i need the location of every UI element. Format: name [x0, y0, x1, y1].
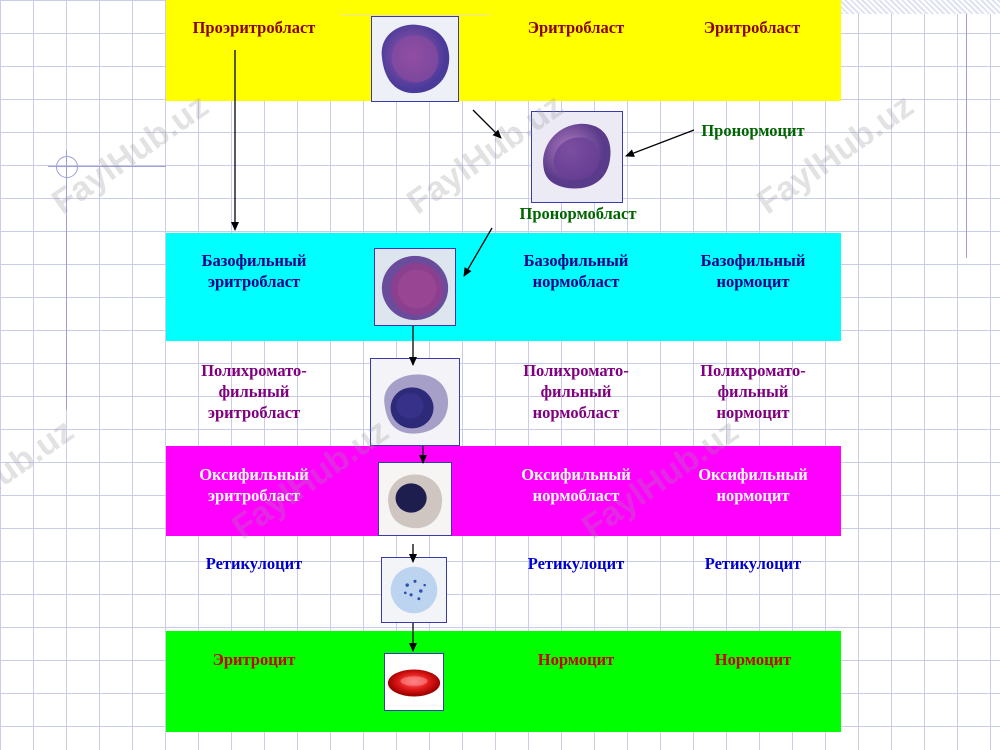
erythrocyte-cell-image: [384, 653, 444, 711]
label-normocyte-col3: Нормоцит: [714, 650, 792, 669]
label-line: Полихромато-: [201, 361, 307, 380]
label-pronormocyte: Пронормоцит: [701, 121, 805, 140]
label-line: нормобласт: [532, 272, 620, 291]
label-line: эритробласт: [207, 486, 301, 505]
label-basophilic-erythroblast: Базофильный эритробласт: [180, 250, 328, 292]
label-line: фильный: [717, 382, 789, 401]
margin-circle: [56, 156, 78, 178]
row-stripe-proerythroblast: [166, 0, 841, 101]
arrow-to-pronormoblast: [472, 109, 502, 139]
proerythroblast-cell-image: [371, 16, 459, 102]
label-reticulocyte-col3: Ретикулоцит: [704, 554, 802, 573]
label-line: Оксифильный: [199, 465, 309, 484]
label-line: Оксифильный: [698, 465, 808, 484]
oxyphilic-cell-image: [378, 462, 452, 536]
row-stripe-erythrocyte: [166, 631, 841, 732]
label-line: фильный: [540, 382, 612, 401]
label-erythrocyte: Эритроцит: [212, 650, 296, 669]
label-line: фильный: [218, 382, 290, 401]
label-line: эритробласт: [207, 403, 301, 422]
pronormoblast-cell-image: [531, 111, 623, 203]
label-erythroblast-col2: Эритробласт: [527, 18, 625, 37]
margin-line-horizontal: [48, 166, 166, 167]
label-line: Базофильный: [201, 251, 307, 270]
row-stripe-oxyphilic: [166, 446, 841, 536]
label-line: Полихромато-: [700, 361, 806, 380]
row-stripe-basophilic: [166, 233, 841, 341]
polychromatophilic-cell-image: [370, 358, 460, 446]
label-line: нормоцит: [716, 486, 790, 505]
label-line: нормоцит: [716, 272, 790, 291]
label-reticulocyte-col2: Ретикулоцит: [527, 554, 625, 573]
top-right-pattern: [841, 0, 1000, 14]
margin-line-vertical: [66, 150, 67, 410]
right-margin-line: [966, 0, 967, 258]
label-polychromatophilic-normoblast: Полихромато- фильный нормобласт: [502, 360, 650, 423]
basophilic-erythroblast-cell-image: [374, 248, 456, 326]
label-erythroblast-col3: Эритробласт: [703, 18, 801, 37]
label-line: Полихромато-: [523, 361, 629, 380]
top-thin-line: [340, 14, 490, 15]
label-basophilic-normoblast: Базофильный нормобласт: [502, 250, 650, 292]
reticulocyte-cell-image: [381, 557, 447, 623]
label-pronormoblast: Пронормобласт: [519, 204, 637, 223]
label-line: нормобласт: [532, 403, 620, 422]
label-line: Оксифильный: [521, 465, 631, 484]
label-line: Базофильный: [700, 251, 806, 270]
label-reticulocyte-col1: Ретикулоцит: [205, 554, 303, 573]
label-line: эритробласт: [207, 272, 301, 291]
label-normocyte-col2: Нормоцит: [537, 650, 615, 669]
label-oxyphilic-erythroblast: Оксифильный эритробласт: [180, 464, 328, 506]
label-oxyphilic-normocyte: Оксифильный нормоцит: [678, 464, 828, 506]
label-proerythroblast: Проэритробласт: [192, 18, 316, 37]
label-line: Базофильный: [523, 251, 629, 270]
arrow-pronormoblast-to-basophilic: [463, 227, 493, 277]
label-oxyphilic-normoblast: Оксифильный нормобласт: [502, 464, 650, 506]
label-line: нормоцит: [716, 403, 790, 422]
label-basophilic-normocyte: Базофильный нормоцит: [678, 250, 828, 292]
label-polychromatophilic-erythroblast: Полихромато- фильный эритробласт: [180, 360, 328, 423]
label-line: нормобласт: [532, 486, 620, 505]
label-polychromatophilic-normocyte: Полихромато- фильный нормоцит: [678, 360, 828, 423]
arrow-pronormocyte-label: [625, 129, 695, 157]
